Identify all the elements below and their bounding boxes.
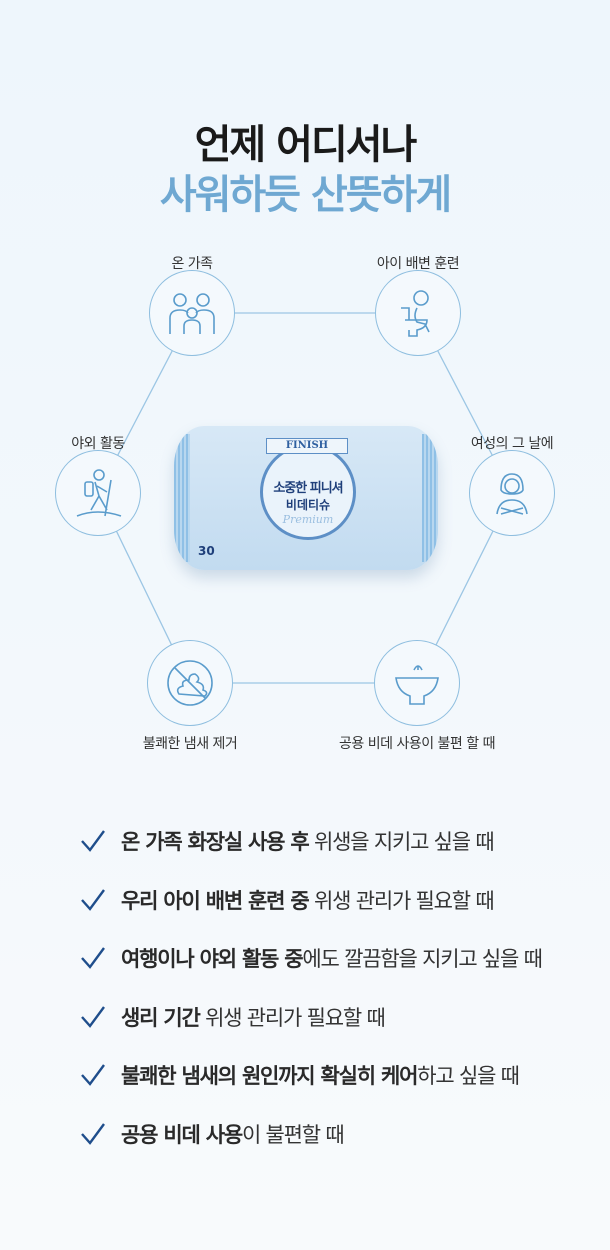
checklist-rest: 위생 관리가 필요할 때 <box>199 1005 386 1030</box>
use-label-outdoor: 야외 활동 <box>71 436 125 452</box>
check-icon <box>81 1064 105 1087</box>
checklist-rest: 위생을 지키고 싶을 때 <box>308 830 495 855</box>
use-label-family: 온 가족 <box>171 256 213 272</box>
checklist-rest: 이 불편할 때 <box>241 1122 345 1147</box>
package-banner: FINISH <box>266 438 348 454</box>
family-icon <box>149 270 235 356</box>
use-label-potty-training: 아이 배변 훈련 <box>376 256 460 272</box>
usage-checklist: 온 가족 화장실 사용 후 위생을 지키고 싶을 때 우리 아이 배변 훈련 중… <box>80 812 543 1164</box>
checklist-bold: 공용 비데 사용 <box>121 1122 243 1147</box>
check-icon <box>81 830 105 853</box>
checklist-item: 불쾌한 냄새의 원인까지 확실히 케어하고 싶을 때 <box>80 1046 542 1105</box>
hexagon-connector-lines <box>97 312 513 684</box>
checklist-rest: 위생 관리가 필요할 때 <box>308 888 495 913</box>
check-icon <box>81 889 105 911</box>
checklist-bold: 우리 아이 배변 훈련 중 <box>121 888 310 913</box>
no-odor-icon <box>147 640 233 726</box>
woman-icon <box>469 450 555 536</box>
sheet-count: 30 <box>198 544 215 558</box>
checklist-bold: 온 가족 화장실 사용 후 <box>121 830 310 855</box>
check-icon <box>81 1123 105 1145</box>
checklist-item: 온 가족 화장실 사용 후 위생을 지키고 싶을 때 <box>80 812 542 871</box>
checklist-bold: 불쾌한 냄새의 원인까지 확실히 케어 <box>121 1064 418 1089</box>
headline-line1: 언제 어디서나 <box>194 122 418 168</box>
checklist-item: 여행이나 야외 활동 중에도 깔끔함을 지키고 싶을 때 <box>80 929 543 988</box>
product-name: 소중한 피니셔 <box>273 481 343 496</box>
checklist-bold: 생리 기간 <box>121 1005 201 1030</box>
checklist-item: 공용 비데 사용이 불편할 때 <box>80 1105 542 1164</box>
check-icon <box>81 1006 105 1028</box>
product-type: 비데티슈 <box>285 498 331 512</box>
headline-line2: 사워하듯 산뜻하게 <box>159 172 452 218</box>
checklist-rest: 에도 깔끔함을 지키고 싶을 때 <box>302 947 543 972</box>
use-label-odor: 불쾌한 냄새 제거 <box>142 736 238 752</box>
use-label-public-bidet: 공용 비데 사용이 불편 할 때 <box>339 736 495 752</box>
product-grade: Premium <box>282 513 334 526</box>
child-toilet-icon <box>375 270 461 356</box>
check-icon <box>81 947 105 970</box>
bidet-icon <box>374 640 460 726</box>
use-label-women: 여성의 그 날에 <box>470 436 554 452</box>
hiker-icon <box>55 450 141 536</box>
checklist-bold: 여행이나 야외 활동 중 <box>121 947 304 972</box>
package-seal: 소중한 피니셔 비데티슈 Premium <box>260 444 356 540</box>
checklist-rest: 하고 싶을 때 <box>417 1064 520 1089</box>
checklist-item: 우리 아이 배변 훈련 중 위생 관리가 필요할 때 <box>80 871 542 930</box>
checklist-item: 생리 기간 위생 관리가 필요할 때 <box>80 988 542 1047</box>
product-package-image: FINISH 소중한 피니셔 비데티슈 Premium 30 <box>174 426 438 570</box>
